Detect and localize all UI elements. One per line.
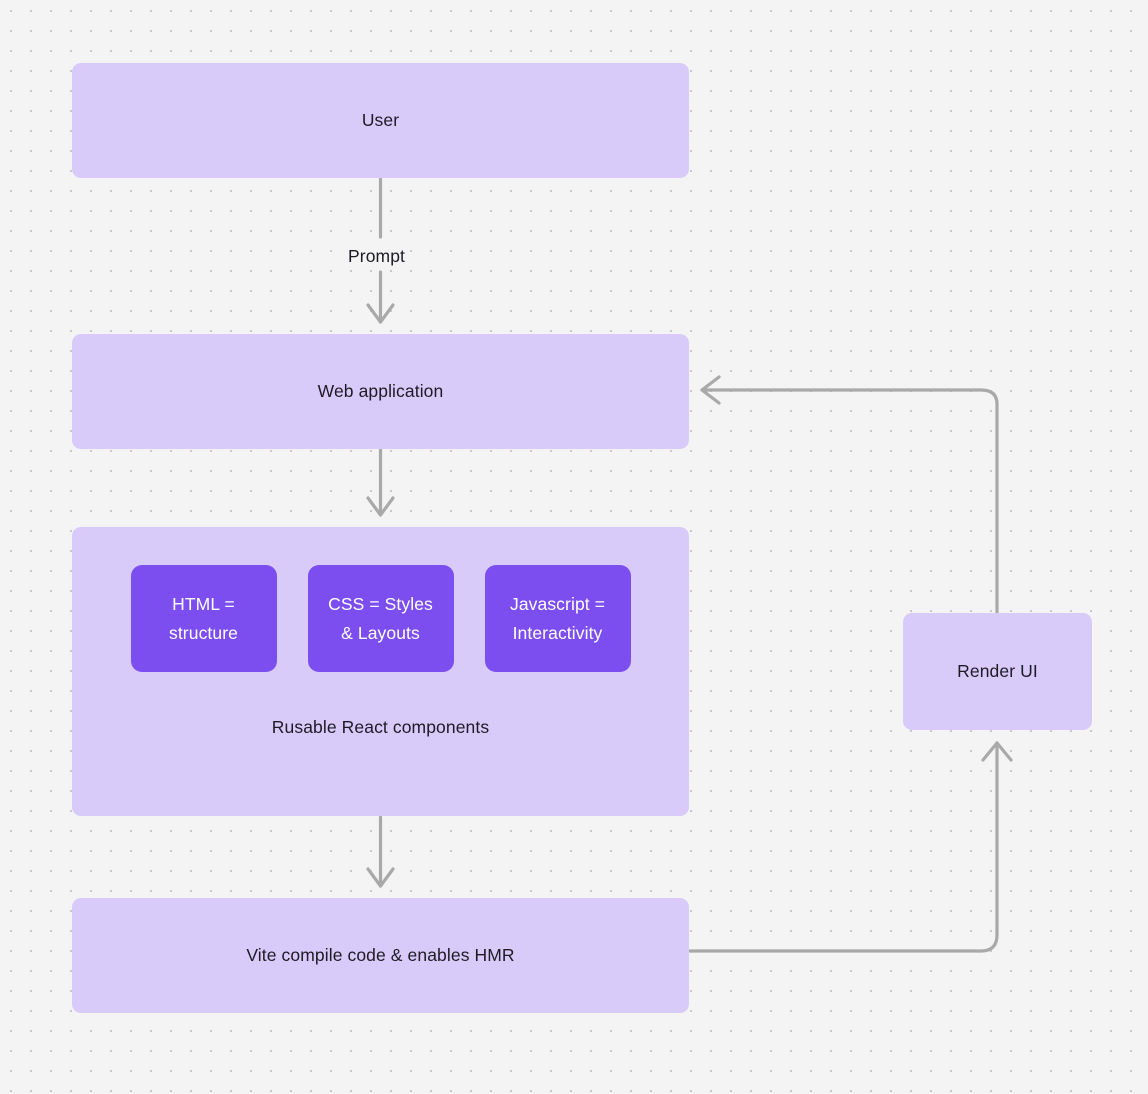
edge-webapp-to-components xyxy=(366,448,395,517)
node-react-components-caption: Rusable React components xyxy=(271,717,490,737)
node-user[interactable]: User xyxy=(72,63,689,178)
chip-row: HTML = structure CSS = Styles & Layouts Ja… xyxy=(72,565,689,672)
chip-css-label: CSS = Styles & Layouts xyxy=(328,590,433,647)
chip-css-line2: & Layouts xyxy=(341,622,420,643)
chip-javascript-line1: Javascript = xyxy=(509,594,606,615)
chip-javascript-line2: Interactivity xyxy=(512,622,603,643)
chip-javascript-label: Javascript = Interactivity xyxy=(510,590,605,647)
node-render-ui[interactable]: Render UI xyxy=(903,613,1092,730)
chip-html[interactable]: HTML = structure xyxy=(130,565,277,672)
edge-components-to-vite xyxy=(366,815,395,888)
node-vite[interactable]: Vite compile code & enables HMR xyxy=(72,898,689,1013)
node-user-label: User xyxy=(361,109,400,130)
node-vite-label: Vite compile code & enables HMR xyxy=(246,944,515,965)
chip-html-label: HTML = structure xyxy=(169,590,238,647)
edge-label-prompt: Prompt xyxy=(343,246,411,267)
node-react-components-group[interactable]: HTML = structure CSS = Styles & Layouts Ja… xyxy=(72,527,689,816)
chip-css[interactable]: CSS = Styles & Layouts xyxy=(307,565,454,672)
chip-html-line2: structure xyxy=(169,622,238,643)
chip-css-line1: CSS = Styles xyxy=(328,594,433,615)
chip-javascript[interactable]: Javascript = Interactivity xyxy=(484,565,631,672)
node-web-application-label: Web application xyxy=(317,380,444,401)
node-web-application[interactable]: Web application xyxy=(72,334,689,449)
edge-vite-to-render xyxy=(688,741,1013,953)
chip-html-line1: HTML = xyxy=(172,594,235,615)
edge-render-to-webapp xyxy=(700,375,999,614)
node-render-ui-label: Render UI xyxy=(957,660,1038,681)
